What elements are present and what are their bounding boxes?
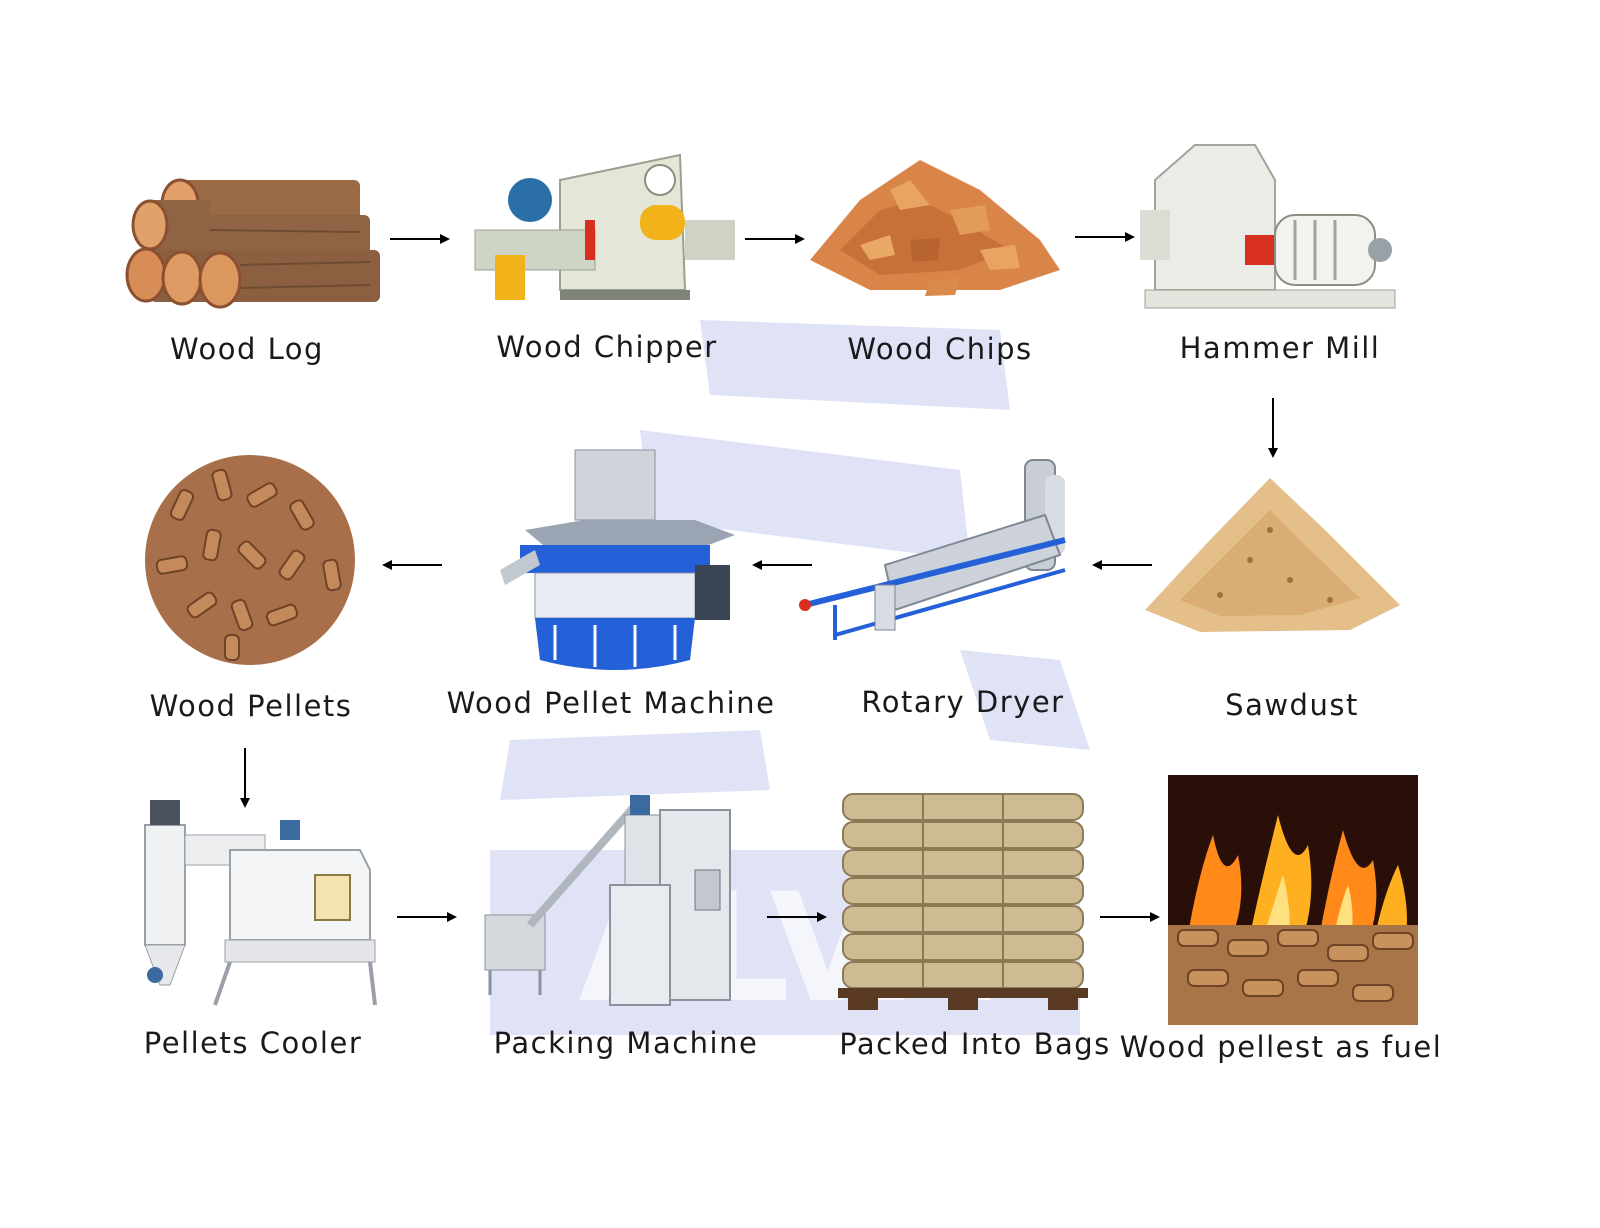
wood-logs-icon xyxy=(125,178,380,309)
cooler-machine-icon xyxy=(144,800,377,1006)
label-wood-chipper: Wood Chipper xyxy=(496,330,718,364)
chipper-machine-icon xyxy=(474,153,735,300)
rotary-dryer-machine-icon xyxy=(799,459,1066,640)
label-wood-pellets: Wood Pellets xyxy=(149,689,353,723)
label-rotary-dryer: Rotary Dryer xyxy=(861,685,1065,719)
arrow-icon-cooler-to-packing xyxy=(397,912,457,922)
arrow-icon-dryer-to-pellet-machine xyxy=(752,560,812,570)
sawdust-pile-icon xyxy=(1145,478,1400,632)
arrow-icon-pellets-to-cooler xyxy=(240,748,250,808)
label-pellets-cooler: Pellets Cooler xyxy=(143,1026,363,1060)
arrow-icon-bags-to-fuel xyxy=(1100,912,1160,922)
bag-pallet-icon xyxy=(838,793,1088,1010)
label-wood-pellet-machine: Wood Pellet Machine xyxy=(446,686,776,720)
pellets-pile-icon xyxy=(145,455,355,665)
label-hammer-mill: Hammer Mill xyxy=(1179,331,1381,365)
wood-chips-pile-icon xyxy=(810,160,1060,296)
hammer-mill-machine-icon xyxy=(1140,144,1396,309)
arrow-icon-chipper-to-chips xyxy=(745,234,805,244)
arrow-icon-packing-to-bags xyxy=(767,912,827,922)
label-sawdust: Sawdust xyxy=(1225,688,1359,722)
packing-machine-icon xyxy=(484,795,731,1006)
arrow-icon-hammer-mill-to-sawdust xyxy=(1268,398,1278,458)
arrow-icon-pellet-machine-to-pellets xyxy=(382,560,442,570)
label-wood-chips: Wood Chips xyxy=(847,332,1033,366)
label-packing-machine: Packing Machine xyxy=(493,1026,759,1060)
arrow-icon-chips-to-hammer-mill xyxy=(1075,232,1135,242)
label-wood-pellest-as-fuel: Wood pellest as fuel xyxy=(1119,1030,1443,1064)
label-packed-into-bags: Packed Into Bags xyxy=(839,1027,1111,1061)
pellet-mill-machine-icon xyxy=(500,449,735,670)
arrow-icon-wood-log-to-chipper xyxy=(390,234,450,244)
arrow-icon-sawdust-to-dryer xyxy=(1092,560,1152,570)
label-wood-log: Wood Log xyxy=(170,332,324,366)
burning-pellets-icon xyxy=(1168,775,1418,1025)
